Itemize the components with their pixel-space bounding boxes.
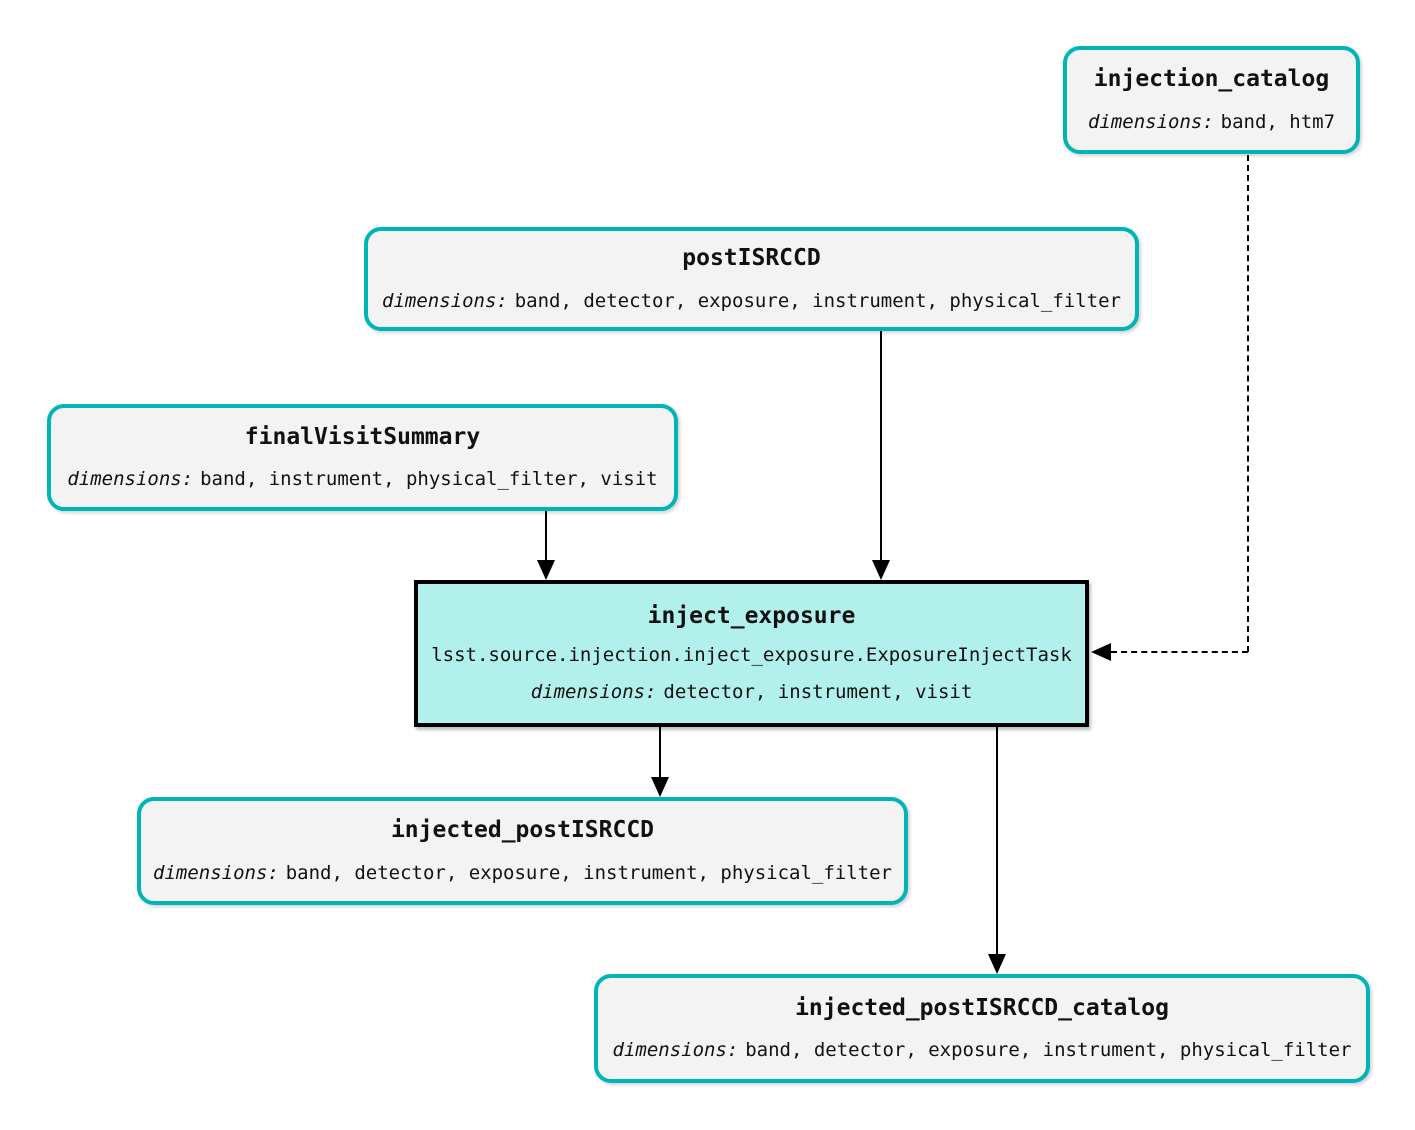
edge-injection-catalog-to-inject-hline: [1111, 651, 1248, 653]
edge-inject-to-injected-postisrccd-arrowhead-icon: [651, 777, 669, 797]
node-inject-exposure-title: inject_exposure: [647, 602, 856, 629]
dimensions-label: dimensions:: [67, 468, 194, 491]
node-injected-postisrccd: injected_postISRCCD dimensions: band, det…: [137, 797, 908, 905]
dimensions-label: dimensions:: [153, 861, 279, 884]
node-injected-postisrccd-title: injected_postISRCCD: [390, 817, 655, 844]
node-injected-postisrccd-catalog-title: injected_postISRCCD_catalog: [795, 994, 1169, 1021]
node-final-visit-summary-dimensions: dimensions: band, instrument, physical_fi…: [67, 469, 657, 490]
dimensions-value: band, detector, exposure, instrument, ph…: [514, 289, 1121, 312]
edge-inject-to-injected-postisrccd-line: [659, 727, 661, 778]
edge-injection-catalog-to-inject-arrowhead-icon: [1091, 643, 1111, 661]
dimensions-value: detector, instrument, visit: [663, 681, 973, 704]
dimensions-label: dimensions:: [530, 681, 657, 704]
dimensions-value: band, detector, exposure, instrument, ph…: [745, 1039, 1352, 1062]
node-inject-exposure-task-class: lsst.source.injection.inject_exposure.Ex…: [431, 644, 1072, 667]
node-final-visit-summary-title: finalVisitSummary: [244, 423, 481, 450]
node-postisrccd-title: postISRCCD: [682, 245, 821, 272]
node-injected-postisrccd-dimensions: dimensions: band, detector, exposure, ins…: [153, 861, 892, 884]
edge-inject-to-injected-catalog-arrowhead-icon: [988, 954, 1006, 974]
edge-postisrccd-to-inject-line: [880, 331, 882, 561]
edge-finalvisitsummary-to-inject-line: [545, 511, 547, 561]
node-injection-catalog: injection_catalog dimensions: band, htm7: [1063, 46, 1360, 154]
node-final-visit-summary: finalVisitSummary dimensions: band, instr…: [47, 404, 678, 511]
edge-injection-catalog-to-inject-vline: [1247, 155, 1249, 652]
dimensions-value: band, htm7: [1220, 110, 1336, 133]
node-inject-exposure-task: inject_exposure lsst.source.injection.in…: [414, 580, 1089, 727]
node-injection-catalog-dimensions: dimensions: band, htm7: [1087, 110, 1336, 133]
dimensions-label: dimensions:: [382, 289, 508, 312]
node-injected-postisrccd-catalog: injected_postISRCCD_catalog dimensions: b…: [594, 974, 1370, 1083]
edge-finalvisitsummary-to-inject-arrowhead-icon: [537, 560, 555, 580]
edge-inject-to-injected-catalog-line: [996, 727, 998, 955]
dimensions-value: band, detector, exposure, instrument, ph…: [285, 861, 892, 884]
dimensions-value: band, instrument, physical_filter, visit: [200, 468, 658, 491]
edge-postisrccd-to-inject-arrowhead-icon: [872, 560, 890, 580]
node-injection-catalog-title: injection_catalog: [1093, 66, 1330, 93]
dimensions-label: dimensions:: [1087, 110, 1214, 133]
dimensions-label: dimensions:: [612, 1039, 739, 1062]
node-inject-exposure-dimensions: dimensions: detector, instrument, visit: [531, 682, 973, 703]
node-injected-postisrccd-catalog-dimensions: dimensions: band, detector, exposure, ins…: [613, 1040, 1352, 1061]
node-postisrccd-dimensions: dimensions: band, detector, exposure, ins…: [382, 289, 1121, 312]
node-postisrccd: postISRCCD dimensions: band, detector, ex…: [364, 227, 1139, 331]
